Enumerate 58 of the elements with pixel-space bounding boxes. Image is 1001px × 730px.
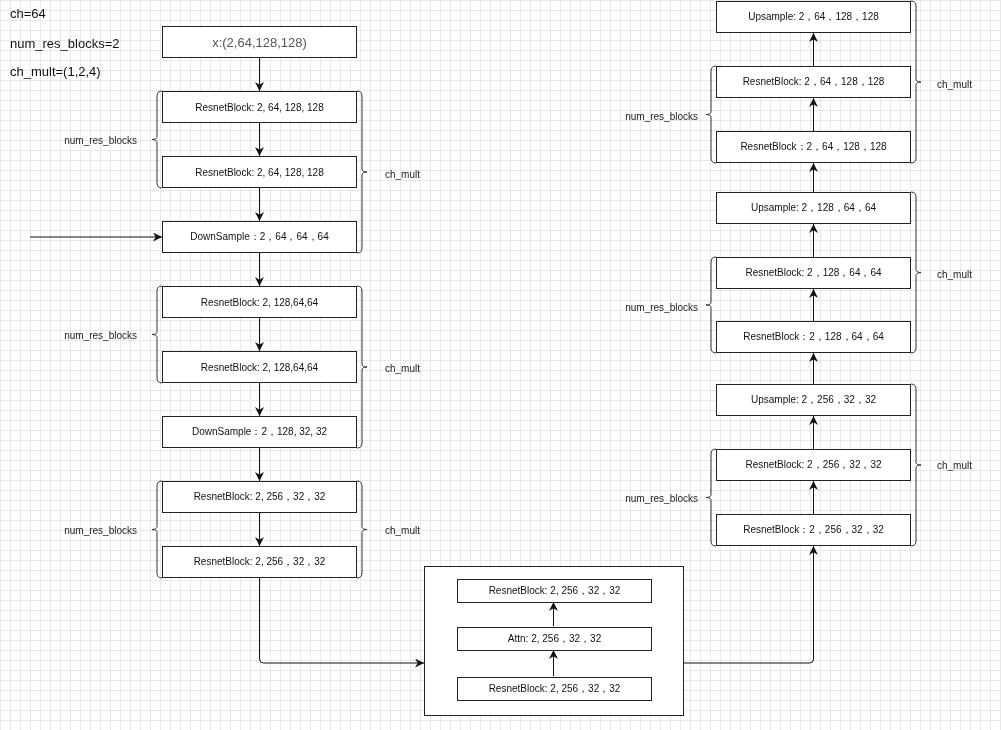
arrow (255, 317, 264, 352)
process-box: Upsample: 2，256，32，32 (716, 384, 911, 416)
process-box: Attn: 2, 256，32，32 (457, 627, 652, 651)
bracket-label: num_res_blocks (625, 111, 698, 123)
process-box: ResnetBlock: 2，128，64，64 (716, 257, 911, 289)
bracket-label: ch_mult (385, 169, 420, 181)
container-box (424, 566, 684, 716)
process-box: ResnetBlock: 2, 256，32，32 (162, 546, 357, 578)
bracket-label: ch_mult (937, 269, 972, 281)
arrow (255, 122, 264, 157)
process-box: Upsample: 2，64，128，128 (716, 1, 911, 33)
process-box: ResnetBlock: 2，64，128，128 (716, 66, 911, 98)
bracket-label: ch_mult (385, 525, 420, 537)
process-box: ResnetBlock：2，128，64，64 (716, 321, 911, 353)
arrow (809, 352, 818, 385)
arrow (255, 447, 264, 482)
process-box: ResnetBlock: 2, 64, 128, 128 (162, 91, 357, 123)
process-box: x:(2,64,128,128) (162, 26, 357, 58)
arrow (29, 232, 163, 242)
arrow (683, 545, 818, 664)
process-box: ResnetBlock: 2, 256，32，32 (457, 677, 652, 701)
bracket-label: num_res_blocks (64, 135, 137, 147)
parameter-label: ch_mult=(1,2,4) (10, 64, 101, 80)
process-box: ResnetBlock: 2, 256，32，32 (457, 579, 652, 603)
bracket-label: num_res_blocks (64, 330, 137, 342)
process-box: ResnetBlock: 2，256，32，32 (716, 449, 911, 481)
arrow (809, 415, 818, 450)
arrow (255, 382, 264, 417)
bracket-label: ch_mult (385, 363, 420, 375)
arrow (809, 97, 818, 132)
arrow (809, 32, 818, 67)
process-box: Upsample: 2，128，64，64 (716, 192, 911, 224)
bracket-label: ch_mult (937, 79, 972, 91)
parameter-label: num_res_blocks=2 (10, 36, 120, 52)
process-box: DownSample：2，64，64，64 (162, 221, 357, 253)
arrow (255, 252, 264, 287)
parameter-label: ch=64 (10, 6, 46, 22)
process-box: ResnetBlock: 2, 256，32，32 (162, 481, 357, 513)
arrow (809, 162, 818, 193)
arrow (809, 480, 818, 515)
process-box: ResnetBlock：2，64，128，128 (716, 131, 911, 163)
arrow (255, 57, 264, 92)
arrow (259, 577, 425, 668)
bracket-label: num_res_blocks (64, 525, 137, 537)
arrow (549, 649, 558, 677)
bracket-label: num_res_blocks (625, 302, 698, 314)
bracket-label: ch_mult (937, 460, 972, 472)
arrow (255, 187, 264, 222)
process-box: ResnetBlock: 2, 128,64,64 (162, 351, 357, 383)
arrow (809, 288, 818, 322)
process-box: ResnetBlock: 2, 128,64,64 (162, 286, 357, 318)
process-box: ResnetBlock: 2, 64, 128, 128 (162, 156, 357, 188)
process-box: ResnetBlock：2，256，32，32 (716, 514, 911, 546)
bracket-label: num_res_blocks (625, 493, 698, 505)
process-box: DownSample：2，128, 32, 32 (162, 416, 357, 448)
arrow (549, 601, 558, 627)
arrow (255, 512, 264, 547)
arrow (809, 223, 818, 258)
